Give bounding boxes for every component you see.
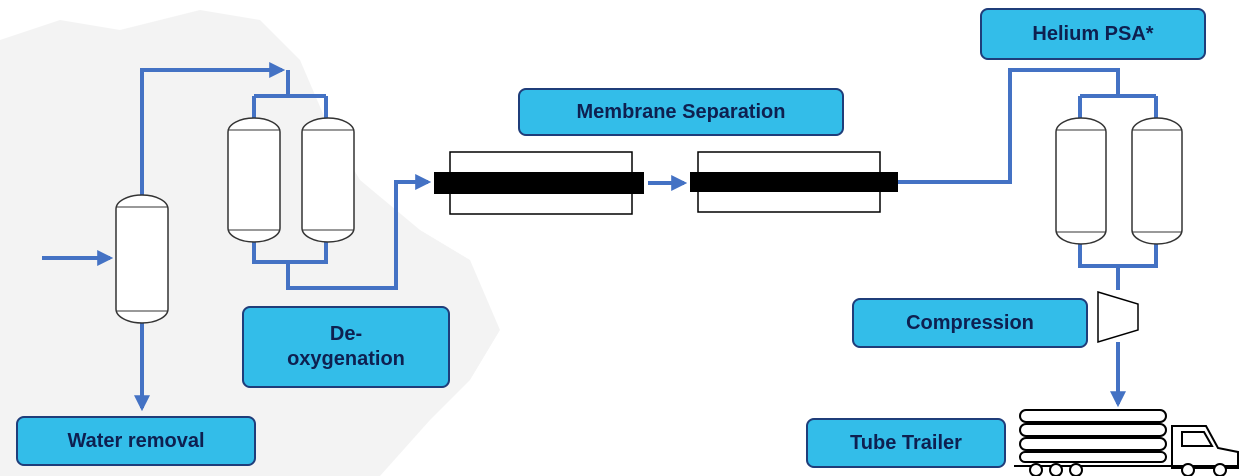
water-removal-vessel: [115, 194, 169, 324]
deoxygenation-label: De- oxygenation: [242, 306, 450, 388]
psa-vessel-right: [1131, 117, 1183, 245]
deox-outlet-line: [252, 182, 428, 290]
membrane-to-psa-line: [898, 68, 1158, 184]
gas-to-deox-line: [140, 68, 282, 195]
deox-vessel-right: [301, 117, 355, 243]
tube-trailer-label: Tube Trailer: [806, 418, 1006, 468]
membrane-module-1: [434, 151, 644, 215]
membrane-module-2: [690, 151, 898, 213]
water-removal-label: Water removal: [16, 416, 256, 466]
tube-trailer-icon: [1014, 409, 1239, 476]
deox-inlet-manifold: [252, 70, 328, 118]
compression-label: Compression: [852, 298, 1088, 348]
background-map-shape: [0, 10, 500, 476]
deox-vessel-left: [227, 117, 281, 243]
compressor-symbol: [1097, 290, 1139, 344]
psa-vessel-left: [1055, 117, 1107, 245]
helium-psa-label: Helium PSA*: [980, 8, 1206, 60]
psa-outlet-line: [1078, 242, 1158, 290]
membrane-separation-label: Membrane Separation: [518, 88, 844, 136]
